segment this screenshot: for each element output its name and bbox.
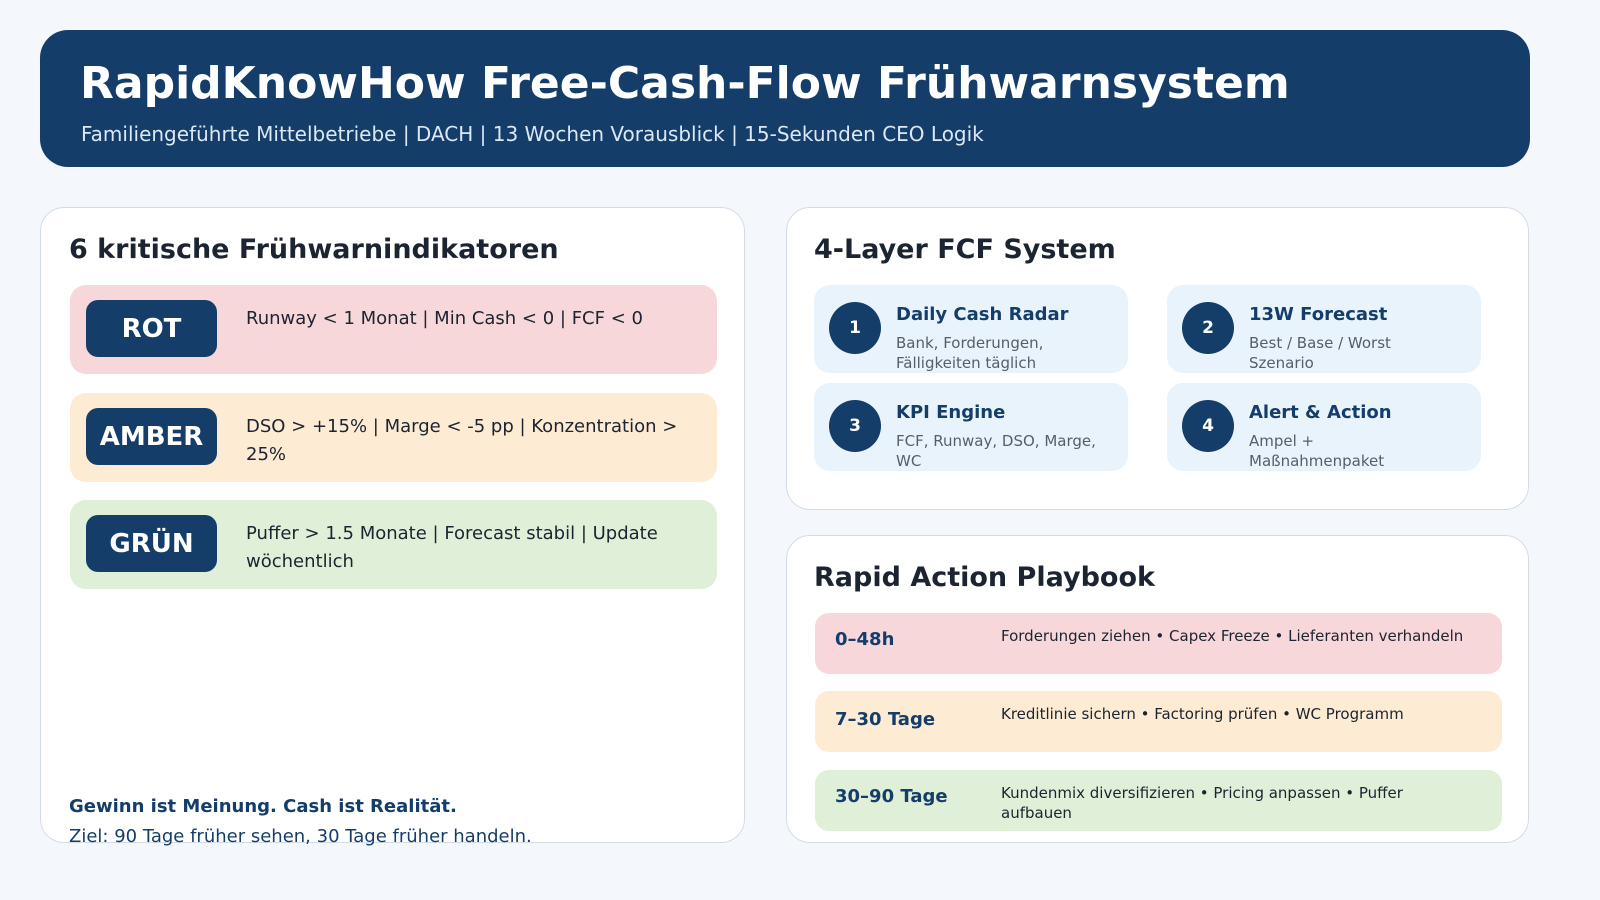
layer-title: Daily Cash Radar [896, 304, 1069, 325]
layer-desc: Ampel + Maßnahmenpaket [1249, 432, 1385, 470]
playbook-card: Rapid Action Playbook 0–48h Forderungen … [786, 535, 1529, 843]
layer-desc: FCF, Runway, DSO, Marge, WC [896, 432, 1096, 470]
page-subtitle: Familiengeführte Mittelbetriebe | DACH |… [81, 122, 984, 146]
system-card: 4-Layer FCF System 1 Daily Cash Radar Ba… [786, 207, 1529, 510]
layer-tile: 4 Alert & Action Ampel + Maßnahmenpaket [1167, 383, 1481, 471]
indicators-card: 6 kritische Frühwarnindikatoren ROT Runw… [40, 207, 745, 847]
footer-goal: Ziel: 90 Tage früher sehen, 30 Tage früh… [69, 826, 532, 847]
playbook-timeframe: 30–90 Tage [835, 786, 948, 807]
status-badge: AMBER [86, 408, 217, 465]
layer-desc: Best / Base / Worst Szenario [1249, 334, 1391, 372]
layer-number: 4 [1182, 400, 1234, 452]
indicator-row-red: ROT Runway < 1 Monat | Min Cash < 0 | FC… [70, 285, 717, 374]
footer-slogan: Gewinn ist Meinung. Cash ist Realität. [69, 796, 457, 817]
layer-number: 1 [829, 302, 881, 354]
layer-title: 13W Forecast [1249, 304, 1388, 325]
indicator-row-amber: AMBER DSO > +15% | Marge < -5 pp | Konze… [70, 393, 717, 482]
status-badge: GRÜN [86, 515, 217, 572]
playbook-row: 7–30 Tage Kreditlinie sichern • Factorin… [815, 691, 1502, 752]
layer-tile: 3 KPI Engine FCF, Runway, DSO, Marge, WC [814, 383, 1128, 471]
playbook-actions: Kundenmix diversifizieren • Pricing anpa… [1001, 784, 1403, 822]
layer-tile: 2 13W Forecast Best / Base / Worst Szena… [1167, 285, 1481, 373]
layer-desc: Bank, Forderungen, Fälligkeiten täglich [896, 334, 1044, 372]
playbook-title: Rapid Action Playbook [814, 562, 1155, 593]
indicator-row-green: GRÜN Puffer > 1.5 Monate | Forecast stab… [70, 500, 717, 589]
indicator-text: Runway < 1 Monat | Min Cash < 0 | FCF < … [246, 308, 643, 329]
playbook-row: 0–48h Forderungen ziehen • Capex Freeze … [815, 613, 1502, 674]
layer-title: KPI Engine [896, 402, 1006, 423]
playbook-timeframe: 0–48h [835, 629, 895, 650]
header-banner: RapidKnowHow Free-Cash-Flow Frühwarnsyst… [40, 30, 1530, 167]
layer-number: 2 [1182, 302, 1234, 354]
layer-title: Alert & Action [1249, 402, 1392, 423]
page-title: RapidKnowHow Free-Cash-Flow Frühwarnsyst… [80, 58, 1290, 109]
playbook-timeframe: 7–30 Tage [835, 709, 936, 730]
indicators-title: 6 kritische Frühwarnindikatoren [69, 234, 559, 265]
status-badge: ROT [86, 300, 217, 357]
system-title: 4-Layer FCF System [814, 234, 1116, 265]
indicator-text: DSO > +15% | Marge < -5 pp | Konzentrati… [246, 416, 678, 465]
indicator-text: Puffer > 1.5 Monate | Forecast stabil | … [246, 523, 658, 572]
layer-tile: 1 Daily Cash Radar Bank, Forderungen, Fä… [814, 285, 1128, 373]
layer-number: 3 [829, 400, 881, 452]
playbook-actions: Forderungen ziehen • Capex Freeze • Lief… [1001, 627, 1464, 645]
playbook-actions: Kreditlinie sichern • Factoring prüfen •… [1001, 705, 1404, 723]
playbook-row: 30–90 Tage Kundenmix diversifizieren • P… [815, 770, 1502, 831]
